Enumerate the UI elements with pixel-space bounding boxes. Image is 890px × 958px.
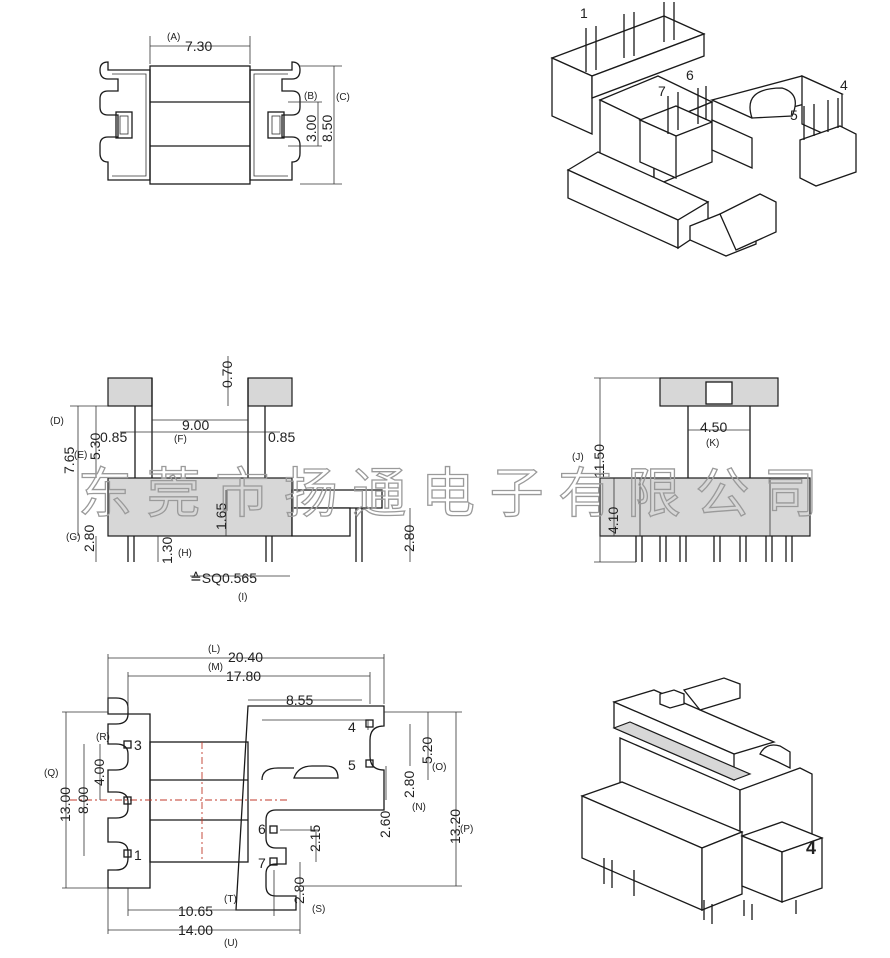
dim-B: 3.00 — [303, 115, 319, 142]
dim-I-tag: (I) — [238, 592, 247, 603]
dim-1-65: 1.65 — [213, 503, 229, 530]
dim-T-tag: (T) — [224, 894, 237, 905]
dim-A: 7.30 — [185, 38, 212, 54]
dim-E-tag: (E) — [74, 450, 87, 461]
dim-J: 11.50 — [591, 444, 607, 478]
dim-N-2-80: 2.80 — [401, 771, 417, 798]
dim-C: 8.50 — [319, 115, 335, 142]
dim-0-85-left: 0.85 — [100, 429, 127, 445]
dim-G-tag: (G) — [66, 532, 80, 543]
dim-H: 1.30 — [159, 537, 175, 564]
dim-S-tag: (S) — [312, 904, 325, 915]
isometric-view-bottom: 4 — [580, 677, 824, 924]
dim-L-tag: (L) — [208, 644, 220, 655]
dim-2-15: 2.15 — [307, 825, 323, 852]
bottom-view: 3 1 4 5 6 7 (L) 20.40 (M) 17.80 8.55 (Q)… — [44, 644, 473, 949]
dim-0-85-right: 0.85 — [268, 429, 295, 445]
dim-U: 14.00 — [178, 922, 213, 938]
top-view: (A) 7.30 (B) 3.00 (C) 8.50 — [99, 32, 350, 185]
company-watermark: 东莞市扬通电子有限公司 — [78, 462, 818, 525]
isometric-view-top: 1 6 7 5 4 — [550, 2, 857, 257]
dim-F: 9.00 — [182, 417, 209, 433]
pin-label-7: 7 — [658, 83, 666, 99]
dim-O: 5.20 — [419, 737, 435, 764]
dim-L: 20.40 — [228, 649, 263, 665]
dim-K-tag: (K) — [706, 438, 719, 449]
dim-N-2-60: 2.60 — [377, 811, 393, 838]
front-view: 0.70 (D) 7.65 (E) 5.30 0.85 0.85 9.00 (F… — [50, 356, 417, 603]
dim-N-tag: (N) — [412, 802, 426, 813]
dim-M: 17.80 — [226, 668, 261, 684]
dim-K: 4.50 — [700, 419, 727, 435]
dim-Q-4-00: 4.00 — [91, 759, 107, 786]
iso-pin-label-4: 4 — [806, 838, 816, 858]
dim-8-55: 8.55 — [286, 692, 313, 708]
pin-label-6: 6 — [686, 67, 694, 83]
bottom-pin-label-7: 7 — [258, 855, 266, 871]
dim-C-tag: (C) — [336, 92, 350, 103]
dim-G: 2.80 — [81, 525, 97, 552]
dim-D: 7.65 — [61, 447, 77, 474]
dim-0-70: 0.70 — [219, 361, 235, 388]
dim-Q-tag: (Q) — [44, 768, 58, 779]
pin-label-1: 1 — [580, 5, 588, 21]
pin-label-5: 5 — [790, 107, 798, 123]
dim-E: 5.30 — [87, 433, 103, 460]
dim-2-80-right: 2.80 — [401, 525, 417, 552]
dim-J-tag: (J) — [572, 452, 584, 463]
dim-H-tag: (H) — [178, 548, 192, 559]
dim-S: 2.80 — [291, 877, 307, 904]
dim-P-tag: (P) — [460, 824, 473, 835]
side-view: (J) 11.50 4.10 4.50 (K) — [572, 377, 811, 563]
dim-M-tag: (M) — [208, 662, 223, 673]
bottom-pin-label-6: 6 — [258, 821, 266, 837]
dim-P: 13.20 — [447, 809, 463, 844]
bottom-pin-label-1: 1 — [134, 847, 142, 863]
dim-T: 10.65 — [178, 903, 213, 919]
bottom-pin-label-3: 3 — [134, 737, 142, 753]
dim-I: ≙SQ0.565 — [190, 570, 257, 586]
dim-4-10: 4.10 — [605, 507, 621, 534]
dim-A-tag: (A) — [167, 32, 180, 43]
pin-label-4: 4 — [840, 77, 848, 93]
dim-R-tag: (R) — [96, 732, 110, 743]
dim-Q-8-00: 8.00 — [75, 787, 91, 814]
bottom-pin-label-5: 5 — [348, 757, 356, 773]
dim-D-tag: (D) — [50, 416, 64, 427]
bottom-pin-label-4: 4 — [348, 719, 356, 735]
dim-U-tag: (U) — [224, 938, 238, 949]
dim-Q-13-00: 13.00 — [57, 787, 73, 822]
dim-F-tag: (F) — [174, 434, 187, 445]
dim-O-tag: (O) — [432, 762, 446, 773]
dim-B-tag: (B) — [304, 91, 317, 102]
